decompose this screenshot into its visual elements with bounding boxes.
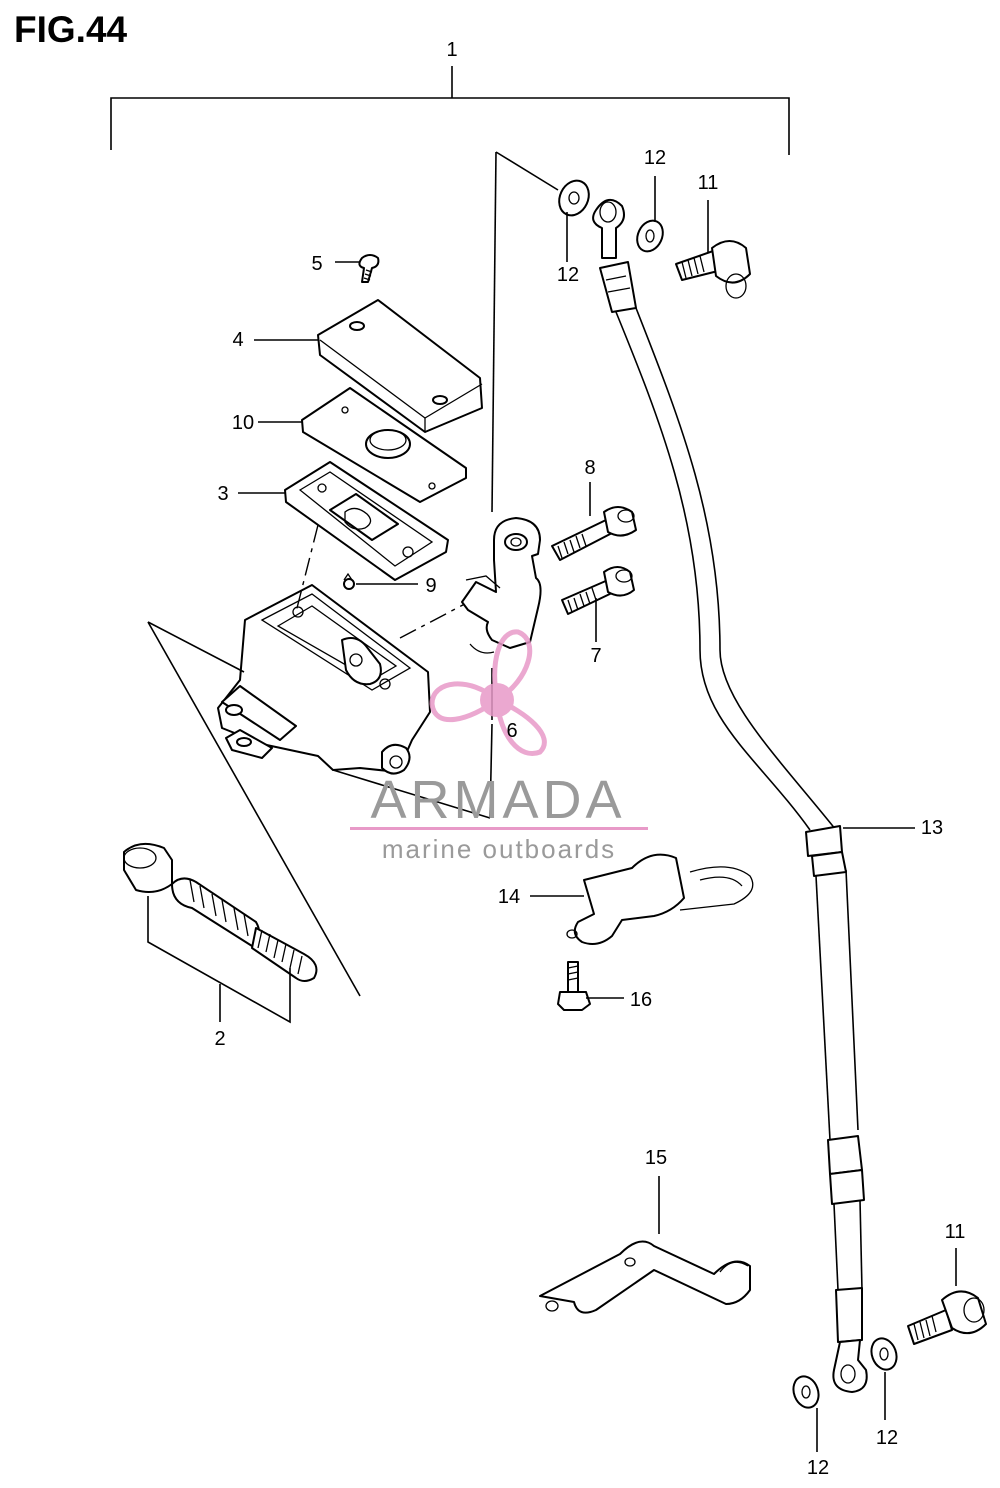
callout-labels: 1 2 3 4 5 6 7 8 9 10 11 11 12 12 12 12 1… <box>214 39 965 1479</box>
callout-5: 5 <box>311 253 322 275</box>
callout-12-bottom-left: 12 <box>807 1457 829 1479</box>
callout-8: 8 <box>584 457 595 479</box>
propeller-logo-icon <box>429 629 547 756</box>
callout-6: 6 <box>506 720 517 742</box>
banjo-bolt-part <box>675 240 751 299</box>
callout-12-top-right: 12 <box>644 147 666 169</box>
washer-part <box>636 219 664 253</box>
callout-12-bottom-right: 12 <box>876 1427 898 1449</box>
alignment-line <box>295 524 319 613</box>
washer-part <box>792 1375 820 1409</box>
washer-part <box>558 179 590 217</box>
mounting-bracket-part <box>539 1240 751 1314</box>
assembly-bracket <box>110 66 790 155</box>
leader-line <box>147 896 291 1024</box>
assembly-outline <box>147 151 559 997</box>
hose-clamp-part <box>566 853 754 945</box>
callout-4: 4 <box>232 329 243 351</box>
bolt-part <box>551 506 637 561</box>
callout-15: 15 <box>645 1147 667 1169</box>
diaphragm-plate-part <box>301 387 467 503</box>
callout-12-top-left: 12 <box>557 264 579 286</box>
callout-11-top: 11 <box>698 172 719 194</box>
callout-10: 10 <box>232 412 254 434</box>
watermark: ARMADA marine outboards <box>350 629 648 864</box>
bolt-part <box>561 566 635 615</box>
callout-13: 13 <box>921 817 943 839</box>
screw-part <box>358 254 380 283</box>
watermark-underline <box>350 827 648 830</box>
figure-title: FIG.44 <box>14 9 128 50</box>
callout-14: 14 <box>498 886 520 908</box>
callout-3: 3 <box>217 483 228 505</box>
washer-part <box>870 1337 898 1371</box>
clip-part <box>343 572 355 590</box>
watermark-brand: ARMADA <box>370 770 625 830</box>
watermark-tagline: marine outboards <box>382 834 616 864</box>
callout-9: 9 <box>425 575 436 597</box>
reservoir-cap-part <box>317 299 483 433</box>
banjo-bolt-part <box>907 1290 987 1345</box>
clamp-holder-part <box>461 517 542 654</box>
diaphragm-part <box>284 461 449 581</box>
callout-1: 1 <box>446 39 457 61</box>
piston-kit-part <box>123 842 318 982</box>
callout-11-bottom: 11 <box>945 1221 966 1243</box>
callout-leaders <box>238 176 957 1452</box>
callout-7: 7 <box>590 645 601 667</box>
bolt-part <box>557 961 591 1011</box>
callout-16: 16 <box>630 989 652 1011</box>
callout-2: 2 <box>214 1028 225 1050</box>
master-cylinder-body-part <box>217 584 431 775</box>
brake-hose-part <box>592 199 868 1393</box>
